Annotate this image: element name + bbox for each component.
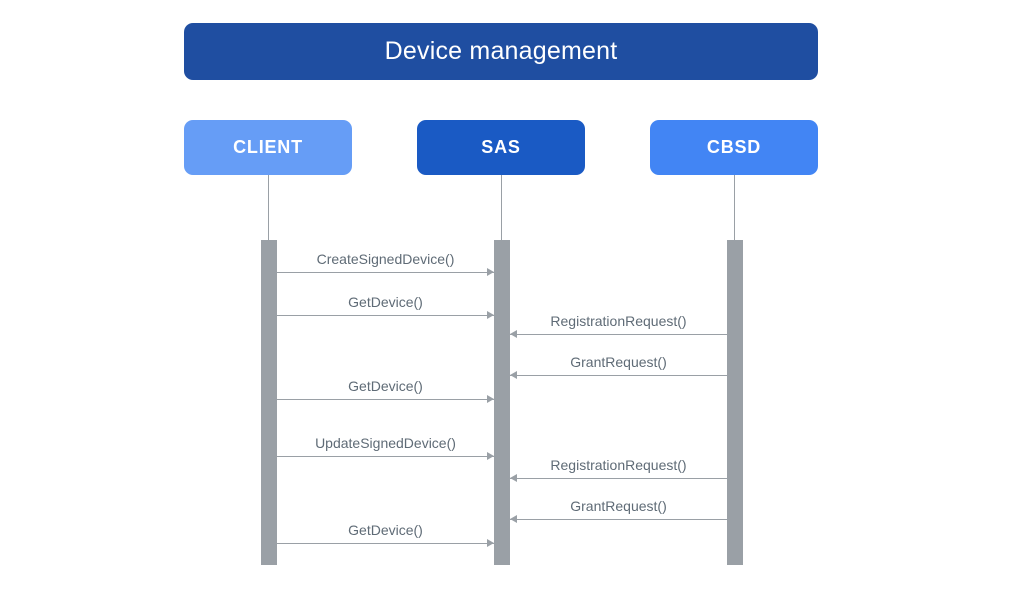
participant-sas-label: SAS — [481, 137, 521, 157]
message-line — [277, 456, 494, 457]
message-update-signed-device[interactable]: UpdateSignedDevice() — [277, 435, 494, 460]
message-line — [510, 375, 727, 376]
arrow-right-icon — [487, 311, 494, 319]
participant-sas[interactable]: SAS — [417, 120, 585, 175]
participant-client-label: CLIENT — [233, 137, 303, 157]
message-label: CreateSignedDevice() — [316, 251, 455, 267]
arrow-left-icon — [510, 515, 517, 523]
arrow-right-icon — [487, 395, 494, 403]
lifeline-client — [268, 175, 269, 240]
participant-client[interactable]: CLIENT — [184, 120, 352, 175]
activation-bar-cbsd — [727, 240, 743, 565]
lifeline-sas — [501, 175, 502, 240]
message-get-device-3[interactable]: GetDevice() — [277, 522, 494, 547]
arrow-right-icon — [487, 268, 494, 276]
message-label: RegistrationRequest() — [550, 313, 687, 329]
activation-bar-client — [261, 240, 277, 565]
message-label: GrantRequest() — [570, 354, 667, 370]
arrow-right-icon — [487, 452, 494, 460]
message-grant-request-2[interactable]: GrantRequest() — [510, 498, 727, 523]
message-line — [510, 334, 727, 335]
message-label: GetDevice() — [348, 294, 423, 310]
message-label: GrantRequest() — [570, 498, 667, 514]
message-line — [277, 272, 494, 273]
diagram-title-banner: Device management — [184, 23, 818, 80]
message-label: GetDevice() — [348, 522, 423, 538]
arrow-right-icon — [487, 539, 494, 547]
message-line — [510, 478, 727, 479]
arrow-left-icon — [510, 330, 517, 338]
arrow-left-icon — [510, 474, 517, 482]
message-get-device-2[interactable]: GetDevice() — [277, 378, 494, 403]
message-line — [510, 519, 727, 520]
message-label: UpdateSignedDevice() — [315, 435, 456, 451]
message-line — [277, 543, 494, 544]
lifeline-cbsd — [734, 175, 735, 240]
participant-cbsd-label: CBSD — [706, 137, 762, 157]
diagram-title: Device management — [384, 37, 618, 65]
message-get-device-1[interactable]: GetDevice() — [277, 294, 494, 319]
participant-cbsd[interactable]: CBSD — [650, 120, 818, 175]
message-grant-request-1[interactable]: GrantRequest() — [510, 354, 727, 379]
message-line — [277, 399, 494, 400]
message-registration-request-1[interactable]: RegistrationRequest() — [510, 313, 727, 338]
message-label: GetDevice() — [348, 378, 423, 394]
message-line — [277, 315, 494, 316]
activation-bar-sas — [494, 240, 510, 565]
message-label: RegistrationRequest() — [550, 457, 687, 473]
arrow-left-icon — [510, 371, 517, 379]
message-create-signed-device[interactable]: CreateSignedDevice() — [277, 251, 494, 276]
message-registration-request-2[interactable]: RegistrationRequest() — [510, 457, 727, 482]
